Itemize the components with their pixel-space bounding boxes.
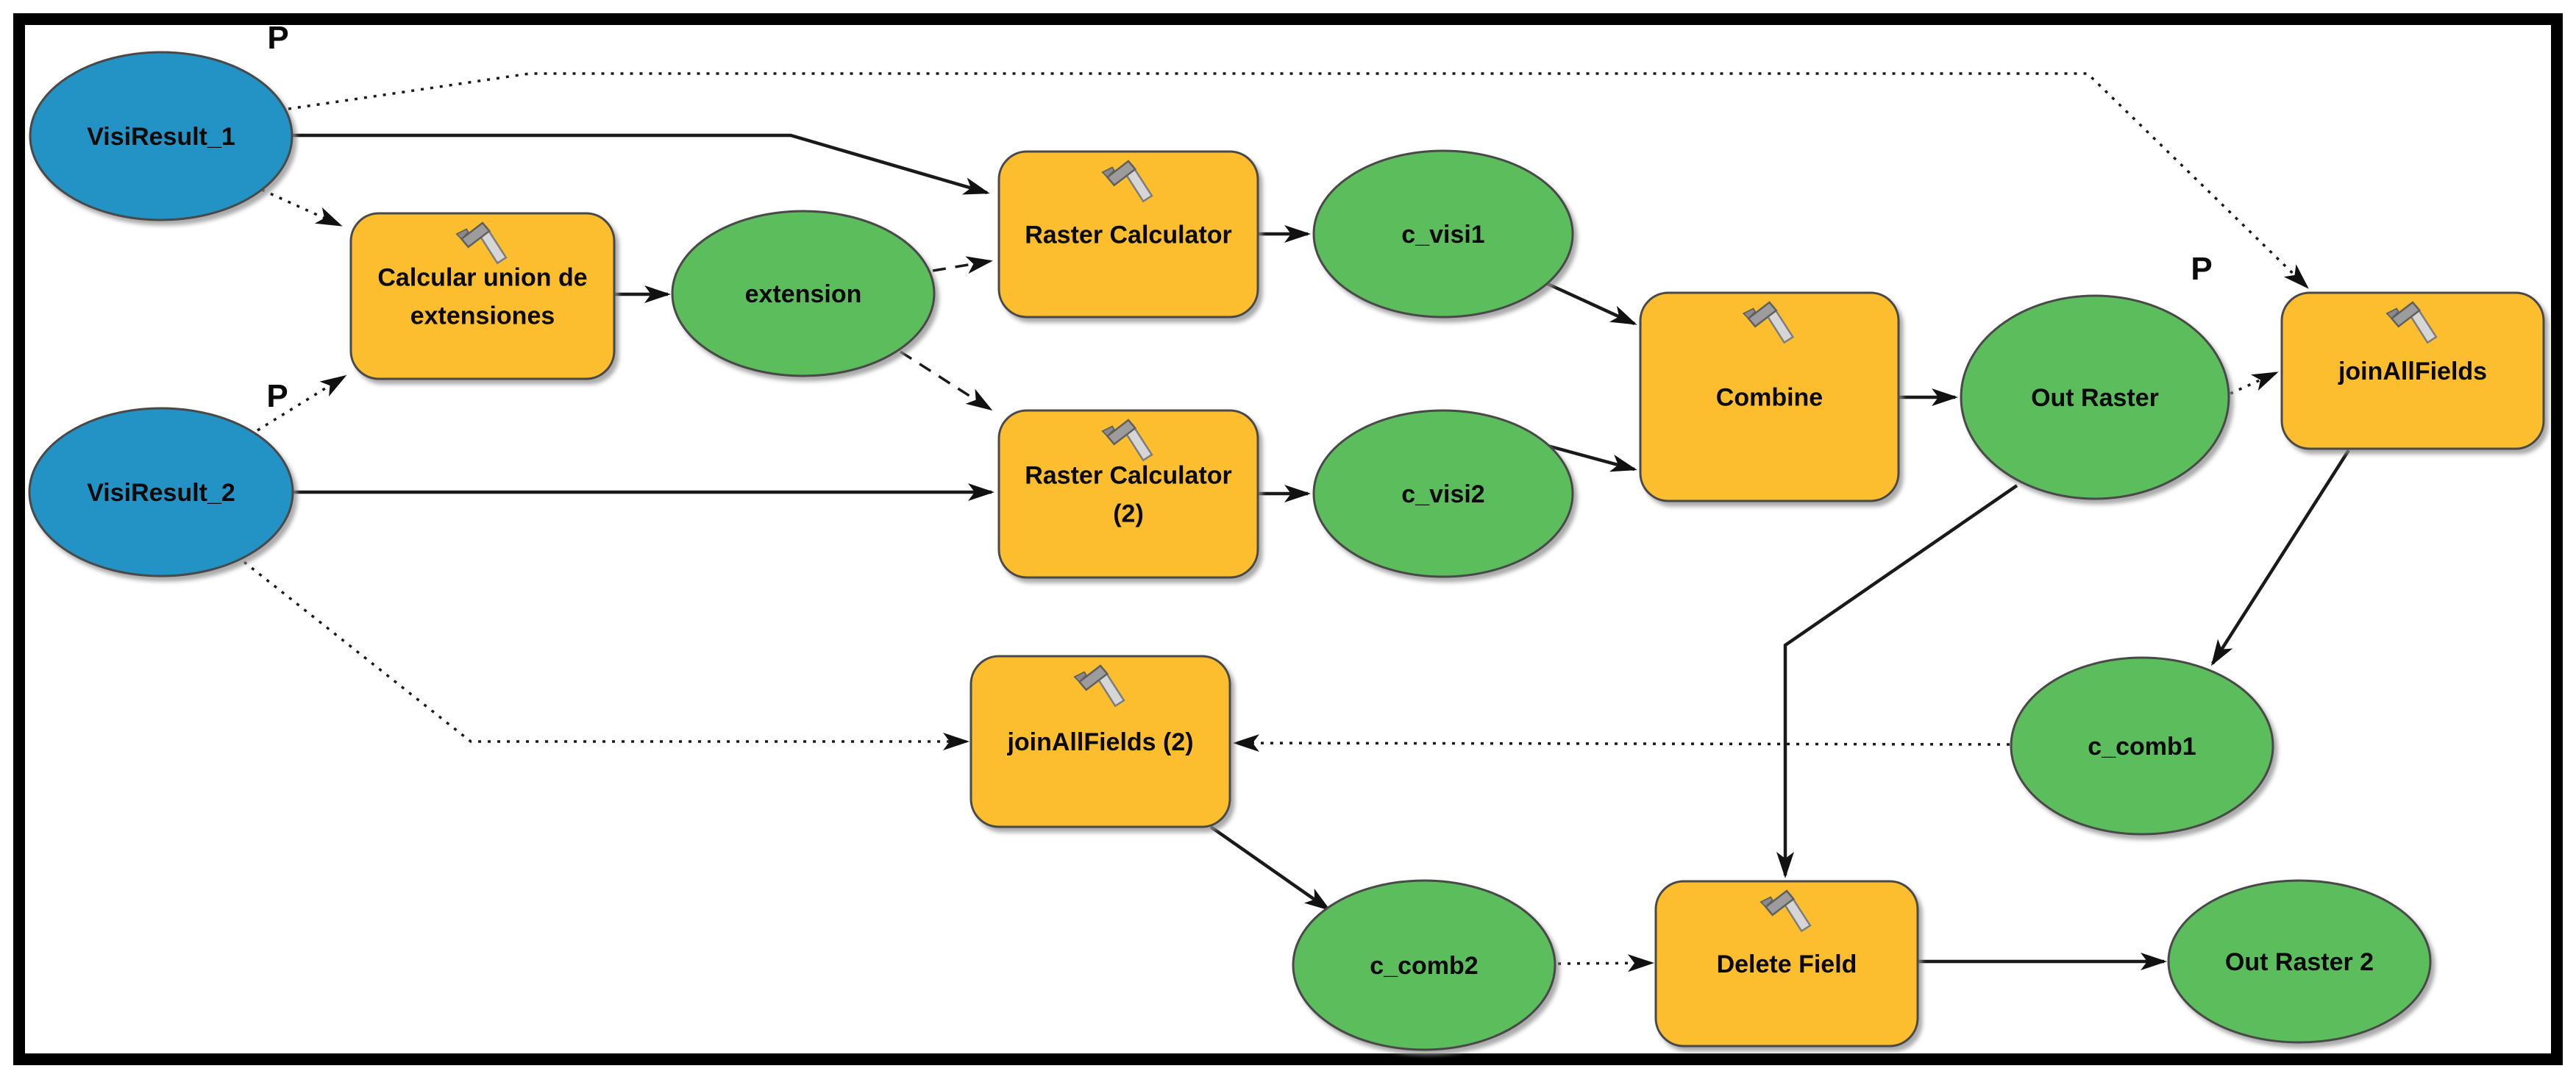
- input-data-ellipse[interactable]: [28, 407, 294, 577]
- tool-box[interactable]: [997, 409, 1259, 579]
- node-joinallfields-2[interactable]: joinAllFields (2): [969, 655, 1231, 828]
- connector-visiresult-2-to-joinallfields-2: [243, 561, 969, 750]
- node-out-raster[interactable]: Out Raster: [1960, 294, 2230, 500]
- derived-data-ellipse[interactable]: [2167, 879, 2432, 1044]
- derived-data-ellipse[interactable]: [2010, 656, 2274, 836]
- derived-data-ellipse[interactable]: [671, 210, 936, 377]
- node-out-raster-2[interactable]: Out Raster 2: [2167, 879, 2432, 1044]
- node-label-joinallfields-2: joinAllFields (2): [1006, 728, 1193, 756]
- input-data-ellipse[interactable]: [29, 51, 293, 221]
- tool-box[interactable]: [2280, 291, 2545, 450]
- node-label-raster-calculator: Raster Calculator: [1025, 221, 1232, 249]
- connector-joinallfields-to-c-comb1: [2210, 449, 2350, 666]
- node-label-extension: extension: [745, 280, 862, 308]
- node-delete-field[interactable]: Delete Field: [1654, 880, 1919, 1048]
- node-extension[interactable]: extension: [671, 210, 936, 377]
- connector-joinallfields-2-to-c-comb2: [1209, 825, 1331, 911]
- node-label-c-visi1: c_visi1: [1401, 221, 1484, 249]
- canvas-border: [13, 13, 2563, 1065]
- node-label-c-visi2: c_visi2: [1401, 480, 1484, 508]
- tool-box[interactable]: [349, 212, 616, 380]
- connector-c-comb2-to-delete-field: [1557, 954, 1654, 973]
- node-label-combine: Combine: [1716, 384, 1823, 412]
- derived-data-ellipse[interactable]: [1292, 879, 1556, 1051]
- node-label-joinallfields: joinAllFields: [2338, 358, 2487, 385]
- tool-box[interactable]: [997, 150, 1259, 319]
- node-c-comb1[interactable]: c_comb1: [2010, 656, 2274, 836]
- parameter-flag-visiresult-1: P: [267, 20, 288, 56]
- tool-box[interactable]: [1639, 291, 1900, 502]
- connector-out-raster-to-delete-field: [1776, 484, 2018, 878]
- node-label-visiresult-1: VisiResult_1: [87, 123, 235, 151]
- node-label-c-comb1: c_comb1: [2088, 733, 2196, 761]
- tool-box[interactable]: [969, 655, 1231, 828]
- annotations-layer: P P P: [266, 20, 2212, 414]
- derived-data-ellipse[interactable]: [1312, 409, 1574, 578]
- connector-visiresult-1-to-raster-calculator: [292, 133, 990, 195]
- node-c-comb2[interactable]: c_comb2: [1292, 879, 1556, 1051]
- node-joinallfields[interactable]: joinAllFields: [2280, 291, 2545, 450]
- node-c-visi1[interactable]: c_visi1: [1312, 149, 1574, 319]
- node-label-out-raster-2: Out Raster 2: [2225, 948, 2374, 976]
- connector-c-visi1-to-combine: [1545, 281, 1637, 326]
- connector-extension-to-raster-calculator-2: [900, 350, 993, 411]
- node-label-raster-calculator-2: Raster Calculator(2): [1025, 462, 1232, 528]
- node-label-c-comb2: c_comb2: [1370, 952, 1478, 980]
- node-raster-calculator-2[interactable]: Raster Calculator(2): [997, 409, 1259, 579]
- parameter-flag-visiresult-2: P: [266, 378, 288, 414]
- node-label-visiresult-2: VisiResult_2: [87, 479, 235, 507]
- node-label-out-raster: Out Raster: [2031, 384, 2159, 412]
- parameter-flag-joinallfields: P: [2191, 251, 2212, 287]
- derived-data-ellipse[interactable]: [1960, 294, 2230, 500]
- node-visiresult-1[interactable]: VisiResult_1: [29, 51, 293, 221]
- node-combine[interactable]: Combine: [1639, 291, 1900, 502]
- connectors-layer: [243, 72, 2350, 973]
- node-raster-calculator[interactable]: Raster Calculator: [997, 150, 1259, 319]
- connector-extension-to-raster-calculator: [932, 256, 993, 274]
- node-label-delete-field: Delete Field: [1717, 950, 1857, 978]
- connector-c-visi2-to-combine: [1547, 444, 1637, 472]
- node-visiresult-2[interactable]: VisiResult_2: [28, 407, 294, 577]
- node-c-visi2[interactable]: c_visi2: [1312, 409, 1574, 578]
- tool-box[interactable]: [1654, 880, 1919, 1048]
- derived-data-ellipse[interactable]: [1312, 149, 1574, 319]
